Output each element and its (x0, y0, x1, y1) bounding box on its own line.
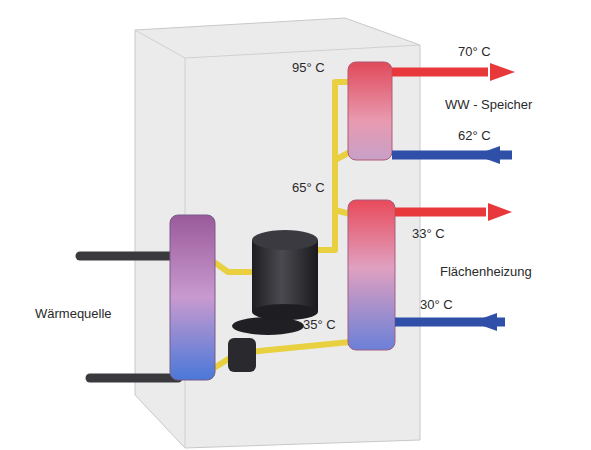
arrow-head (488, 203, 512, 221)
housing (135, 18, 420, 448)
accumulator (228, 338, 256, 372)
temperature-label: 30° C (420, 297, 453, 312)
temperature-label: 33° C (412, 226, 445, 241)
condenser (348, 200, 395, 350)
compressor (252, 230, 318, 250)
temperature-label: WW - Speicher (445, 97, 532, 112)
refrigerant-pipe (318, 82, 352, 250)
refrigerant-pipe (335, 152, 350, 214)
temperature-label: 70° C (458, 44, 491, 59)
arrow-head (475, 146, 500, 164)
source-pipe (90, 374, 178, 383)
compressor (252, 240, 318, 312)
temperature-label: 62° C (458, 128, 491, 143)
hot-water-out (395, 208, 486, 217)
temperature-label: Wärmequelle (35, 306, 112, 321)
refrigerant-pipe (214, 262, 255, 272)
evaporator (170, 215, 215, 380)
dhw-exchanger (348, 62, 392, 160)
refrigerant-pipe (250, 342, 350, 352)
temperature-label: Flächenheizung (440, 264, 532, 279)
temperature-label: 95° C (292, 60, 325, 75)
temperature-label: 65° C (292, 180, 325, 195)
housing-edge (135, 30, 420, 58)
temperature-label: 35° C (303, 317, 336, 332)
arrow-head (490, 63, 515, 81)
hot-water-out (392, 68, 488, 77)
source-pipe (80, 252, 178, 261)
arrow-head (472, 313, 497, 331)
